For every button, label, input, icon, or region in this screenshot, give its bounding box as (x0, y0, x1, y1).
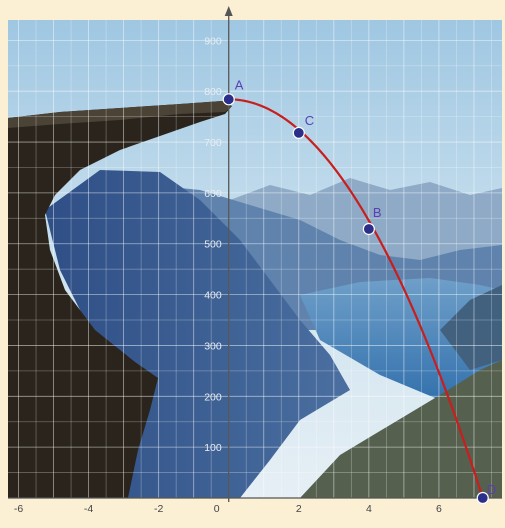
x-tick-label: -2 (154, 503, 163, 515)
trajectory-curve (228, 98, 484, 499)
x-tick-labels: -6 -4 -2 0 2 4 6 (14, 503, 442, 515)
right-ridge (440, 285, 502, 370)
pulpit-top (8, 101, 232, 128)
x-tick-label: 2 (296, 503, 302, 515)
y-tick-label: 100 (204, 442, 222, 454)
point-label-b: B (373, 205, 382, 220)
point-label-c: C (305, 113, 314, 128)
y-tick-label: 800 (204, 86, 222, 98)
point-a (222, 93, 235, 106)
point-d (476, 491, 489, 505)
points: A C B D (222, 77, 496, 505)
axes (8, 6, 502, 502)
point-label-a: A (235, 77, 244, 92)
right-cliff (300, 360, 502, 498)
y-tick-label: 900 (204, 35, 222, 47)
x-tick-label: 6 (436, 503, 442, 515)
point-c (292, 126, 305, 139)
y-axis-arrow (224, 6, 233, 16)
x-tick-label: 0 (214, 503, 220, 515)
y-tick-label: 200 (204, 391, 222, 403)
x-tick-label: 4 (366, 503, 372, 515)
y-tick-label: 700 (204, 137, 222, 149)
y-tick-label: 500 (204, 239, 222, 251)
point-label-d: D (487, 482, 496, 497)
landscape-photo (8, 20, 502, 498)
y-tick-labels: 100 200 300 400 500 600 700 800 900 (204, 35, 222, 454)
y-tick-label: 300 (204, 340, 222, 352)
pulpit-rock (8, 101, 232, 498)
grid (8, 20, 502, 499)
fjord-water (300, 278, 502, 420)
point-b (362, 222, 375, 236)
y-tick-label: 600 (204, 188, 222, 200)
x-tick-label: -4 (84, 503, 93, 515)
x-tick-label: -6 (14, 503, 23, 515)
y-tick-label: 400 (204, 290, 222, 302)
